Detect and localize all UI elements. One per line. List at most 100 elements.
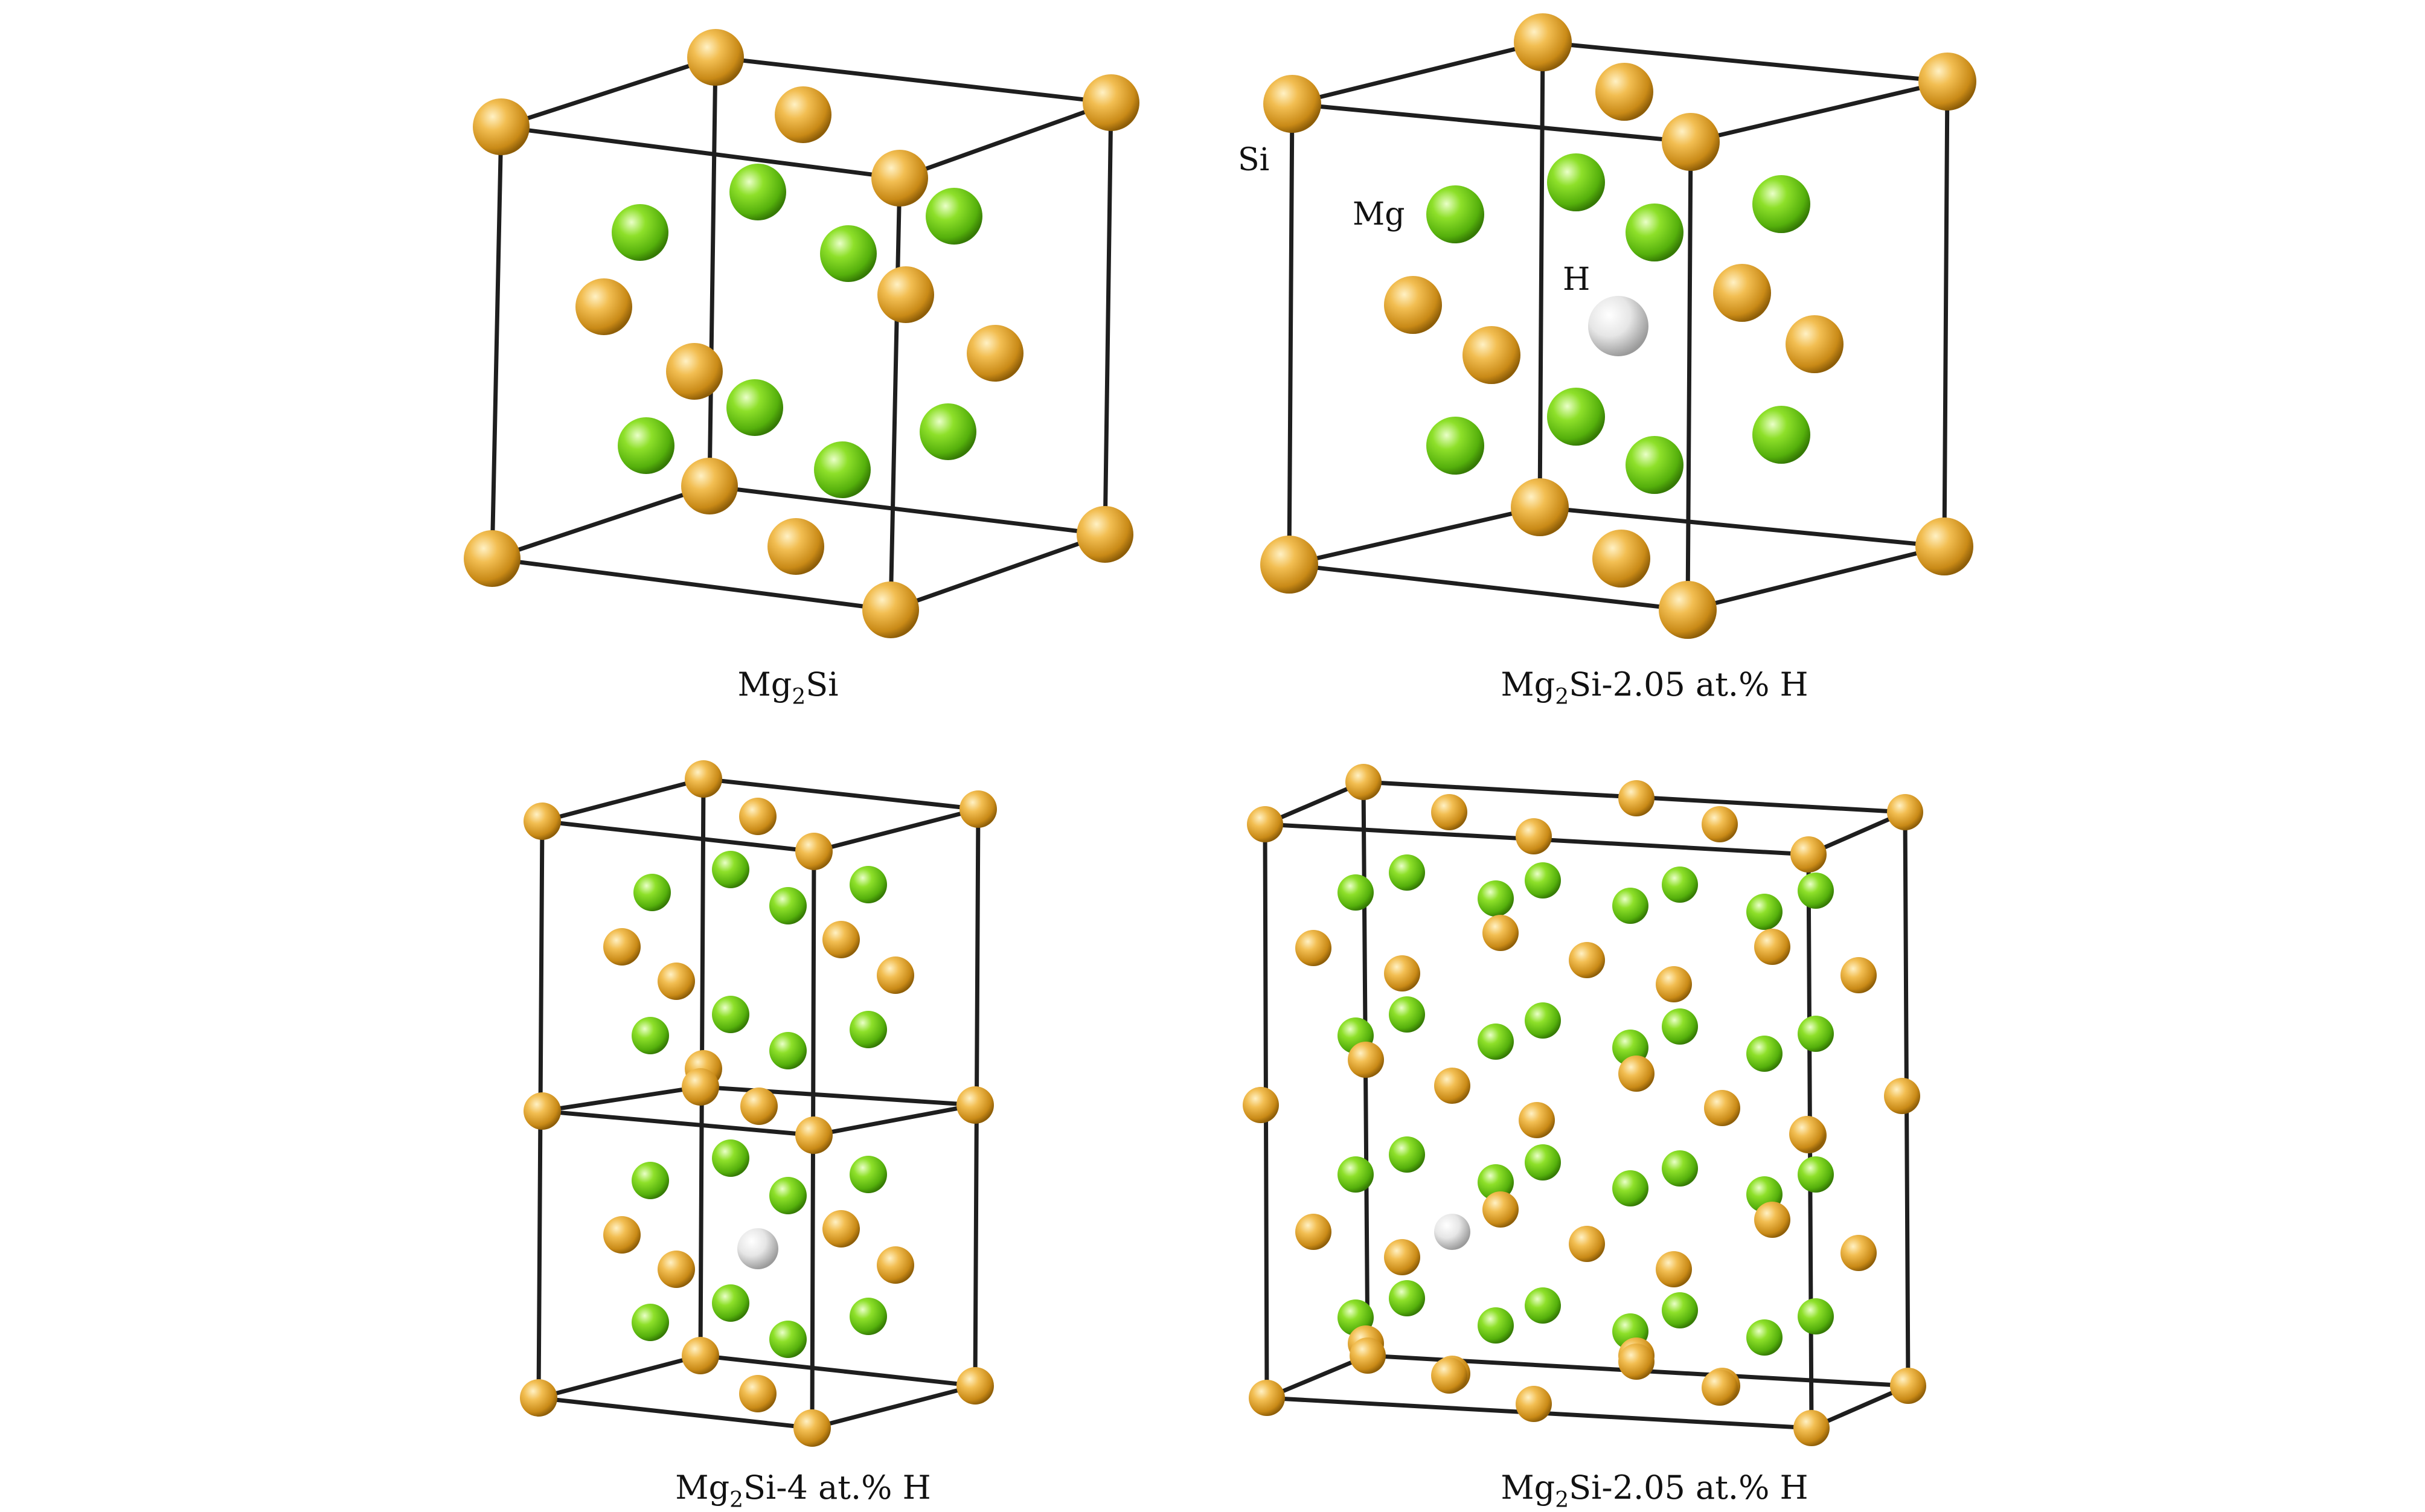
mg-atom [1626, 436, 1683, 494]
panel-mg2si-2-05-h-supercell: Mg2Si-2.05 at.% H [1243, 764, 1926, 1512]
si-atom [822, 1210, 860, 1248]
si-atom [1662, 113, 1720, 171]
si-atom [1511, 478, 1569, 536]
si-atom [1618, 1344, 1655, 1380]
si-atom [1345, 764, 1382, 800]
cell-edge [490, 556, 893, 612]
cell-edge [540, 1084, 703, 1113]
si-atom [1659, 581, 1717, 639]
si-atom [464, 530, 521, 587]
mg-atom [1612, 888, 1648, 924]
si-atom [658, 1251, 695, 1288]
si-atom [1350, 1337, 1386, 1374]
si-atom [524, 802, 561, 840]
mg-atom [612, 204, 668, 261]
cell-edge [707, 484, 1107, 537]
cell-edge [1264, 1353, 1370, 1400]
si-atom [793, 1409, 831, 1447]
cell-edge [701, 777, 981, 812]
mg-atom [820, 225, 877, 282]
si-atom [871, 150, 928, 207]
cell-edge [490, 484, 712, 561]
mg-atom [1798, 1016, 1834, 1052]
panel-caption: Mg2Si-2.05 at.% H [1501, 1469, 1808, 1512]
mg-atom [1662, 1292, 1698, 1328]
mg-atom [1389, 996, 1425, 1033]
si-atom [1516, 1386, 1552, 1422]
si-atom [1754, 1202, 1790, 1238]
atoms [1243, 764, 1926, 1446]
mg-atom [1547, 388, 1605, 446]
mg-atom [850, 866, 887, 903]
h-label: H [1563, 261, 1590, 298]
si-atom [1793, 1410, 1830, 1446]
si-atom [473, 98, 530, 155]
panel-mg2si-2-05-h: Si Mg H Mg2Si-2.05 at.% H [1238, 13, 1976, 710]
si-atom [1434, 1068, 1470, 1104]
cell-edge [1287, 101, 1295, 567]
cell-edge [1537, 40, 1545, 510]
panel-caption: Mg2Si-2.05 at.% H [1501, 665, 1808, 710]
atoms [520, 760, 997, 1447]
cell-edge [499, 124, 902, 181]
mg-atom [1525, 1287, 1561, 1324]
si-atom [877, 266, 934, 323]
si-atom [1516, 818, 1552, 854]
cell-edge [707, 55, 718, 489]
si-atom [1514, 13, 1572, 71]
si-atom [739, 1375, 777, 1412]
mg-atom [1337, 1156, 1374, 1193]
si-atom [1295, 930, 1331, 966]
si-atom [795, 833, 833, 870]
si-atom [1592, 530, 1650, 588]
cell-edge [1290, 40, 1545, 106]
si-atom [740, 1088, 778, 1125]
unit-cell-edges [490, 55, 1113, 612]
si-atom [1519, 1102, 1555, 1138]
si-atom [682, 1337, 719, 1374]
h-atom [1434, 1214, 1470, 1250]
panel-mg2si: Mg2Si [464, 29, 1139, 710]
mg-atom [1752, 406, 1810, 464]
mg-atom [1662, 1150, 1698, 1187]
si-atom [1462, 326, 1520, 384]
si-atom [1243, 1087, 1279, 1123]
mg-atom [814, 441, 871, 498]
si-atom [1482, 1191, 1519, 1228]
si-atom [956, 1086, 994, 1124]
si-atom [1249, 1380, 1285, 1416]
mg-atom [769, 1177, 807, 1214]
panel-mg2si-4-h: Mg2Si-4 at.% H [520, 760, 997, 1512]
si-atom [1569, 942, 1605, 978]
cell-edge [698, 1084, 978, 1107]
si-atom [575, 278, 632, 335]
mg-atom [1547, 153, 1605, 211]
cell-edge [1290, 101, 1693, 144]
mg-atom [920, 403, 976, 460]
cell-edge [490, 124, 504, 561]
atoms [464, 29, 1139, 638]
si-atom [739, 798, 777, 835]
si-atom [687, 29, 744, 86]
si-atom [1431, 1357, 1467, 1394]
mg-atom [1426, 417, 1484, 475]
mg-atom [850, 1011, 887, 1048]
cell-edge [1287, 505, 1542, 567]
mg-atom [1525, 1002, 1561, 1039]
unit-cell-edges [536, 777, 981, 1430]
si-atom [822, 921, 860, 958]
mg-atom [1525, 862, 1561, 899]
cell-edge [1685, 139, 1693, 612]
si-atom [1702, 1369, 1738, 1406]
si-atom [1384, 276, 1442, 334]
cell-edge [1287, 562, 1690, 612]
mg-atom [850, 1156, 887, 1193]
si-atom [1618, 1056, 1655, 1092]
si-atom [1884, 1078, 1920, 1114]
cell-edge [812, 1103, 978, 1138]
mg-atom [1626, 203, 1683, 261]
si-atom [1713, 264, 1771, 322]
mg-atom [1478, 1023, 1514, 1060]
cell-edge [888, 532, 1107, 612]
panel-caption: Mg2Si [737, 665, 838, 710]
